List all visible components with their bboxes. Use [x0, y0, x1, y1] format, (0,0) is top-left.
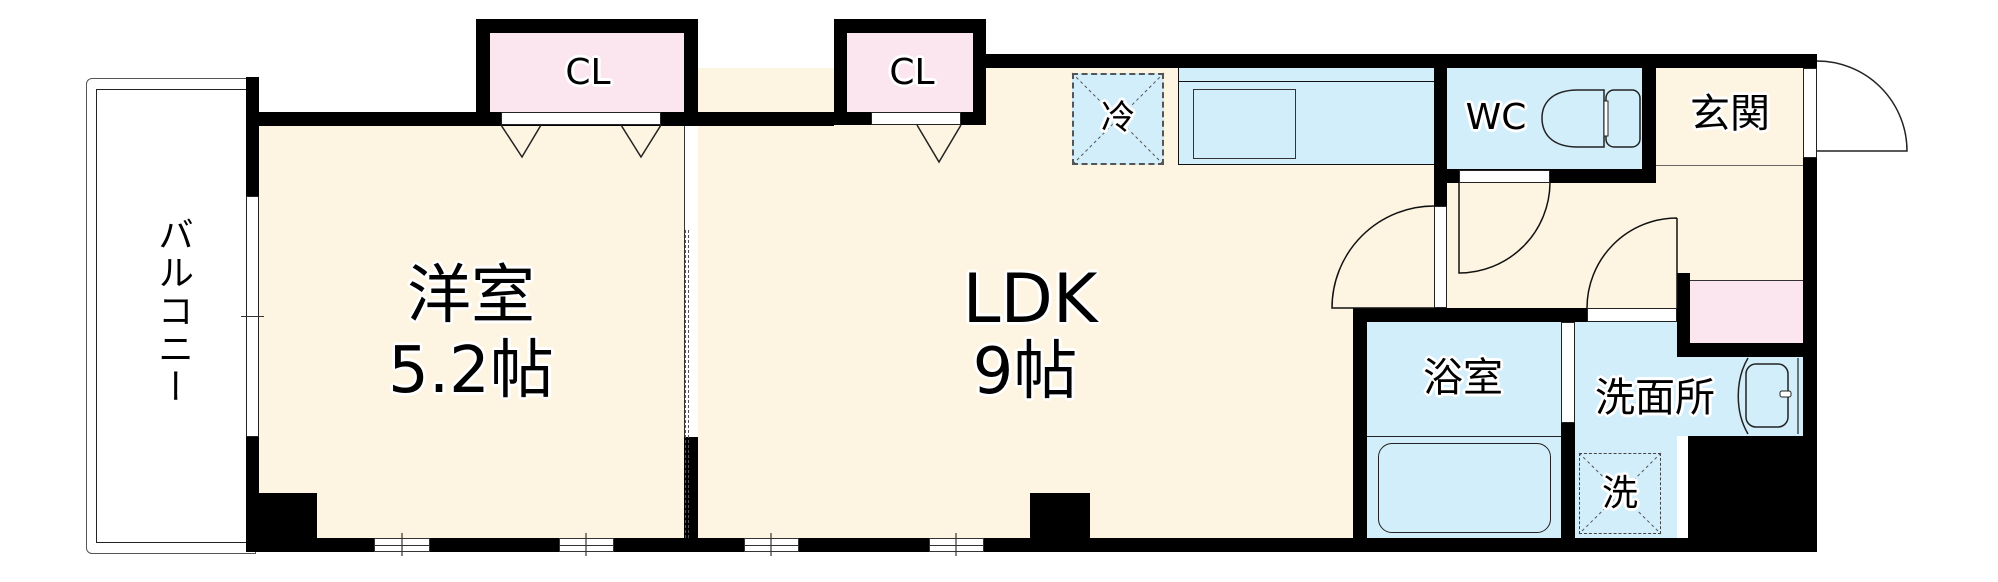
balcony-inner-rail [96, 89, 248, 543]
sliding-door[interactable] [684, 126, 698, 437]
closet-1-wall-top [476, 19, 698, 33]
pillar-ldk-bottom [1030, 493, 1090, 552]
closet-2-label: CL [889, 52, 935, 93]
closet-2-door-marker [916, 124, 962, 164]
sliding-door-track [685, 230, 689, 538]
ldk-name: LDK [962, 260, 1098, 339]
bathtub [1378, 443, 1551, 533]
wall-ldk-top-left [698, 112, 834, 126]
wall-bath-washroom [1561, 423, 1575, 552]
bathroom-label: 浴室 [1423, 355, 1503, 401]
closet-2-wall-left [834, 19, 847, 125]
pillar-bottom-right [1688, 436, 1817, 552]
ldk-door-frame[interactable] [1434, 206, 1447, 308]
closet-1 [490, 33, 684, 112]
closet-2-wall-top [834, 19, 986, 33]
closet-2-door[interactable] [871, 112, 961, 125]
closet-2-wall-right [973, 19, 986, 125]
closet-1-label: CL [565, 52, 611, 93]
ldk-size: 9帖 [972, 335, 1078, 409]
kitchen-sink [1193, 89, 1296, 159]
closet-1-door-marker-left [500, 124, 542, 159]
closet-2 [847, 33, 973, 112]
kitchen-backsplash-line [1178, 81, 1434, 82]
closet-1-door-marker-right [620, 124, 662, 159]
wall-bath-left [1353, 308, 1367, 552]
wall-east [1803, 54, 1817, 552]
western-room-size: 5.2帖 [388, 334, 554, 408]
western-room-floor [259, 126, 684, 538]
kitchen-counter [1178, 68, 1434, 165]
wc-door-swing [1458, 182, 1551, 274]
washbasin-icon [1737, 357, 1749, 435]
wall-top-main [973, 54, 1817, 68]
bathtub-divider [1367, 436, 1561, 437]
entrance-door-swing [1816, 60, 1908, 152]
entrance-label: 玄関 [1690, 91, 1770, 137]
washer-label: 洗 [1601, 473, 1639, 514]
wc-label: WC [1465, 97, 1527, 138]
closet-1-wall-right [684, 19, 698, 125]
washroom-door-swing [1586, 217, 1678, 309]
wall-wc-right [1642, 54, 1656, 183]
bathroom-floor [1367, 322, 1561, 538]
washer-cross [1578, 452, 1662, 535]
wall-wc-left [1434, 54, 1447, 206]
washroom-door-frame[interactable] [1587, 308, 1677, 322]
partition-western-ldk [684, 437, 698, 552]
wall-shoe-closet-left [1677, 273, 1690, 357]
fridge-label: 冷 [1101, 98, 1135, 138]
shoe-closet [1690, 280, 1803, 344]
closet-1-wall-left [476, 19, 490, 125]
entrance-door-frame[interactable] [1803, 68, 1817, 158]
ldk-floor-lower-left [698, 308, 1353, 538]
bathroom-door[interactable] [1561, 322, 1575, 423]
balcony [86, 78, 256, 554]
balcony-label: バルコニー [152, 216, 193, 406]
entrance-floor [1656, 68, 1803, 280]
closet-1-door[interactable] [501, 112, 661, 125]
wall-bath-top [1353, 308, 1587, 322]
ldk-door-swing [1331, 205, 1435, 309]
washroom-label: 洗面所 [1595, 375, 1715, 421]
washing-machine-space [1579, 453, 1661, 534]
toilet-icon [1541, 89, 1605, 148]
balcony-window-mullion [241, 316, 264, 317]
entrance-step-line [1656, 165, 1803, 166]
wc-door-frame[interactable] [1459, 170, 1550, 183]
wall-shoe-closet-bottom [1677, 343, 1817, 357]
fridge-cross [1071, 72, 1165, 166]
western-room-name: 洋室 [407, 259, 535, 333]
